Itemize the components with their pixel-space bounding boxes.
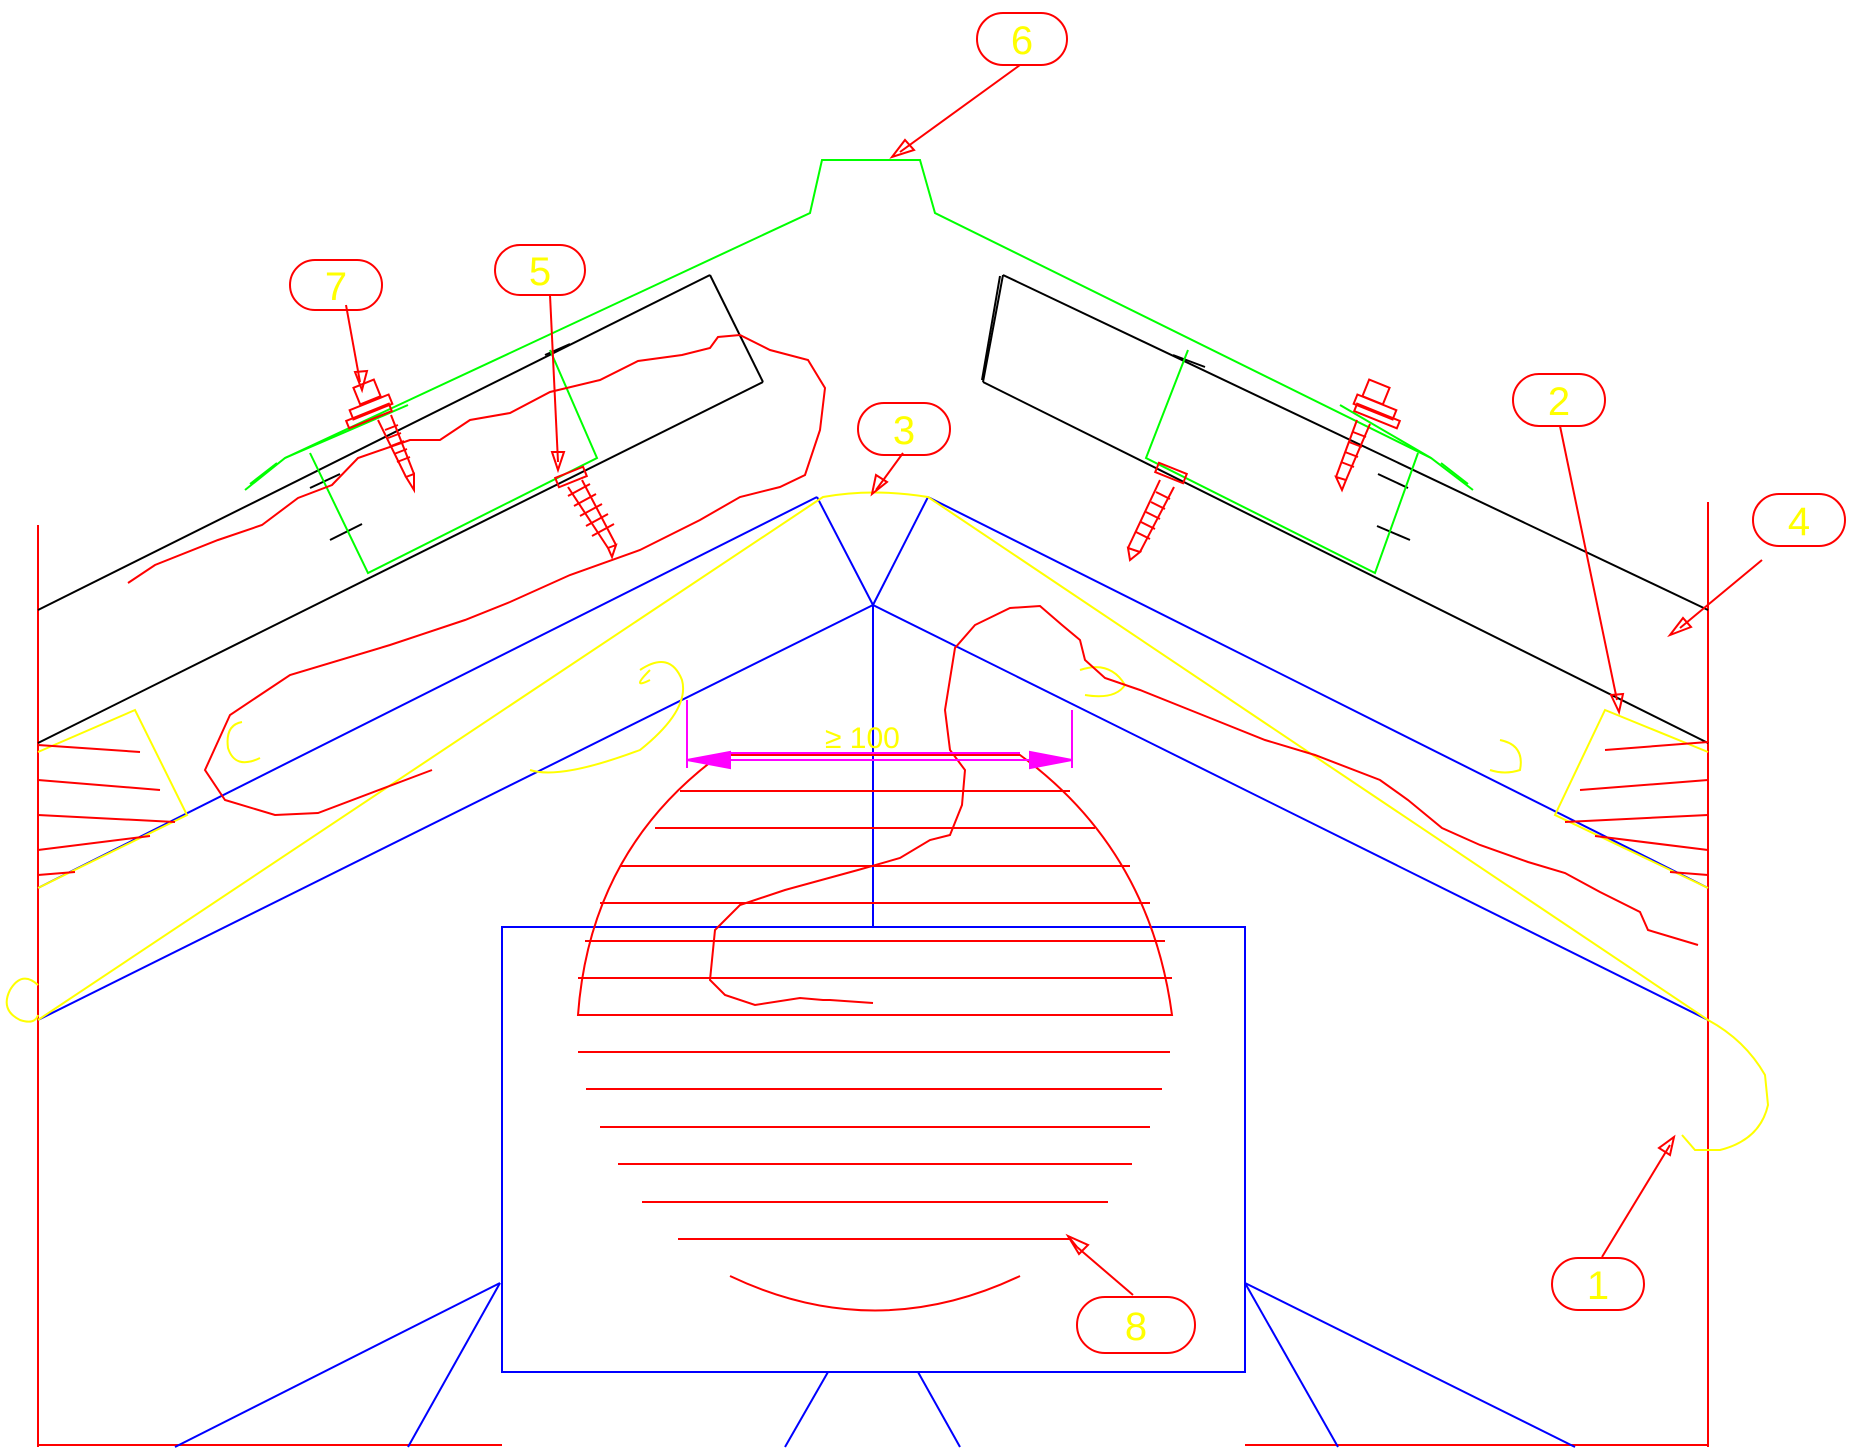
callout-2: 2 xyxy=(1512,373,1606,427)
callout-6: 6 xyxy=(976,12,1068,66)
svg-text:7: 7 xyxy=(325,265,347,309)
roof-structure xyxy=(37,496,1709,1448)
callout-4: 4 xyxy=(1752,493,1846,547)
screw-ridge-right xyxy=(1334,378,1402,493)
screw-panel-right xyxy=(1126,461,1189,562)
callout-5: 5 xyxy=(494,244,586,296)
ridge-cap xyxy=(244,159,1474,575)
screw-ridge-left xyxy=(344,378,415,494)
roof-panels xyxy=(37,274,1709,744)
svg-text:3: 3 xyxy=(893,409,915,453)
screw-panel-left xyxy=(553,465,618,560)
leader-arrows xyxy=(345,64,1763,1296)
svg-text:8: 8 xyxy=(1125,1305,1147,1349)
callout-7: 7 xyxy=(289,259,383,311)
svg-text:6: 6 xyxy=(1011,19,1033,63)
mineral-wool xyxy=(127,333,1699,1007)
svg-text:5: 5 xyxy=(529,250,551,294)
dimension-label: ≥ 100 xyxy=(825,722,900,755)
dimension-line xyxy=(686,700,1073,770)
insulation-hatching xyxy=(37,741,1709,1312)
svg-text:4: 4 xyxy=(1788,500,1810,544)
svg-text:2: 2 xyxy=(1548,380,1570,424)
svg-text:1: 1 xyxy=(1587,1264,1609,1308)
callout-3: 3 xyxy=(857,402,951,456)
callout-1: 1 xyxy=(1551,1257,1645,1311)
callout-8: 8 xyxy=(1076,1296,1196,1354)
outer-frame xyxy=(37,502,1709,1447)
